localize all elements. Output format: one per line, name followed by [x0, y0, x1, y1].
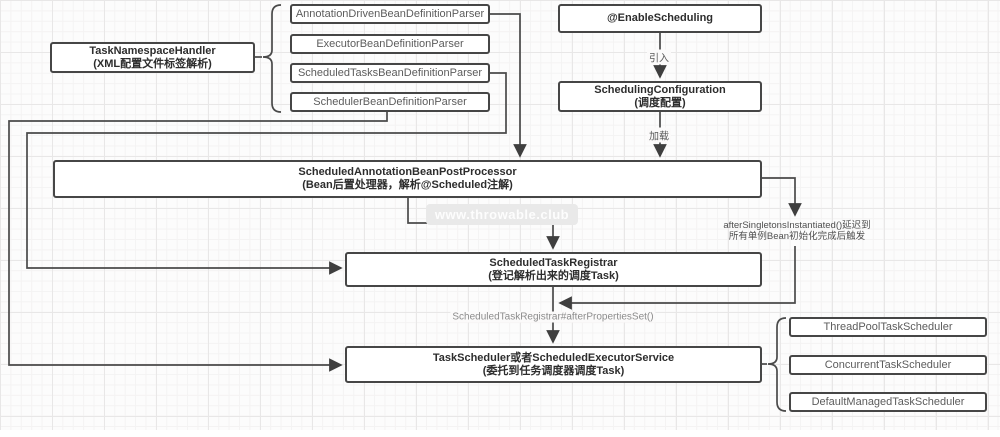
edge-annotationdriven-to-postprocessor — [490, 13, 527, 158]
node-title: TaskNamespaceHandler — [89, 44, 216, 57]
node-scheduled-annotation-bean-post-processor: ScheduledAnnotationBeanPostProcessor (Be… — [53, 160, 762, 198]
node-subtitle: (Bean后置处理器，解析@Scheduled注解) — [302, 179, 513, 191]
page-bottom-edge — [0, 430, 1000, 437]
node-subtitle: (调度配置) — [634, 96, 686, 109]
node-subtitle: (委托到任务调度器调度Task) — [482, 364, 625, 377]
watermark: www.throwable.club — [426, 204, 578, 225]
node-task-namespace-handler: TaskNamespaceHandler (XML配置文件标签解析) — [50, 42, 255, 73]
node-scheduled-task-registrar: ScheduledTaskRegistrar (登记解析出来的调度Task) — [345, 252, 762, 287]
node-enable-scheduling: @EnableScheduling — [558, 4, 762, 33]
node-thread-pool-task-scheduler: ThreadPoolTaskScheduler — [789, 317, 987, 337]
node-subtitle: (XML配置文件标签解析) — [93, 57, 212, 70]
node-concurrent-task-scheduler: ConcurrentTaskScheduler — [789, 355, 987, 375]
node-scheduled-tasks-bean-definition-parser: ScheduledTasksBeanDefinitionParser — [290, 63, 490, 83]
annotation-after-singletons-instantiated: afterSingletonsInstantiated()延迟到 所有单例Bea… — [723, 220, 870, 242]
node-scheduling-configuration: SchedulingConfiguration (调度配置) — [558, 81, 762, 112]
edge-schedulerparser-to-taskscheduler — [8, 112, 388, 372]
edge-label-load: 加载 — [647, 127, 671, 143]
left-group-brace — [262, 4, 282, 113]
node-subtitle: (登记解析出来的调度Task) — [488, 269, 619, 282]
node-title: ScheduledTaskRegistrar — [489, 256, 618, 269]
node-title: TaskScheduler或者ScheduledExecutorService — [432, 351, 675, 364]
node-title: @EnableScheduling — [606, 12, 714, 24]
node-annotation-driven-bean-definition-parser: AnnotationDrivenBeanDefinitionParser — [290, 4, 490, 24]
node-default-managed-task-scheduler: DefaultManagedTaskScheduler — [789, 392, 987, 412]
right-group-brace — [767, 317, 787, 412]
node-title: ScheduledAnnotationBeanPostProcessor — [298, 166, 517, 178]
edge-label-after-properties-set: ScheduledTaskRegistrar#afterPropertiesSe… — [450, 311, 656, 323]
annotation-line-1: afterSingletonsInstantiated()延迟到 — [723, 220, 871, 231]
node-executor-bean-definition-parser: ExecutorBeanDefinitionParser — [290, 34, 490, 54]
node-title: SchedulingConfiguration — [594, 83, 726, 96]
edge-aftersingletons-to-afterproperties — [558, 246, 796, 310]
node-scheduler-bean-definition-parser: SchedulerBeanDefinitionParser — [290, 92, 490, 112]
edge-scheduledtasks-to-registrar — [26, 72, 507, 275]
node-task-scheduler: TaskScheduler或者ScheduledExecutorService … — [345, 346, 762, 383]
edge-label-import: 引入 — [647, 49, 671, 65]
edge-postprocessor-to-aftersingletons — [762, 177, 802, 217]
annotation-line-2: 所有单例Bean初始化完成后触发 — [728, 231, 866, 242]
